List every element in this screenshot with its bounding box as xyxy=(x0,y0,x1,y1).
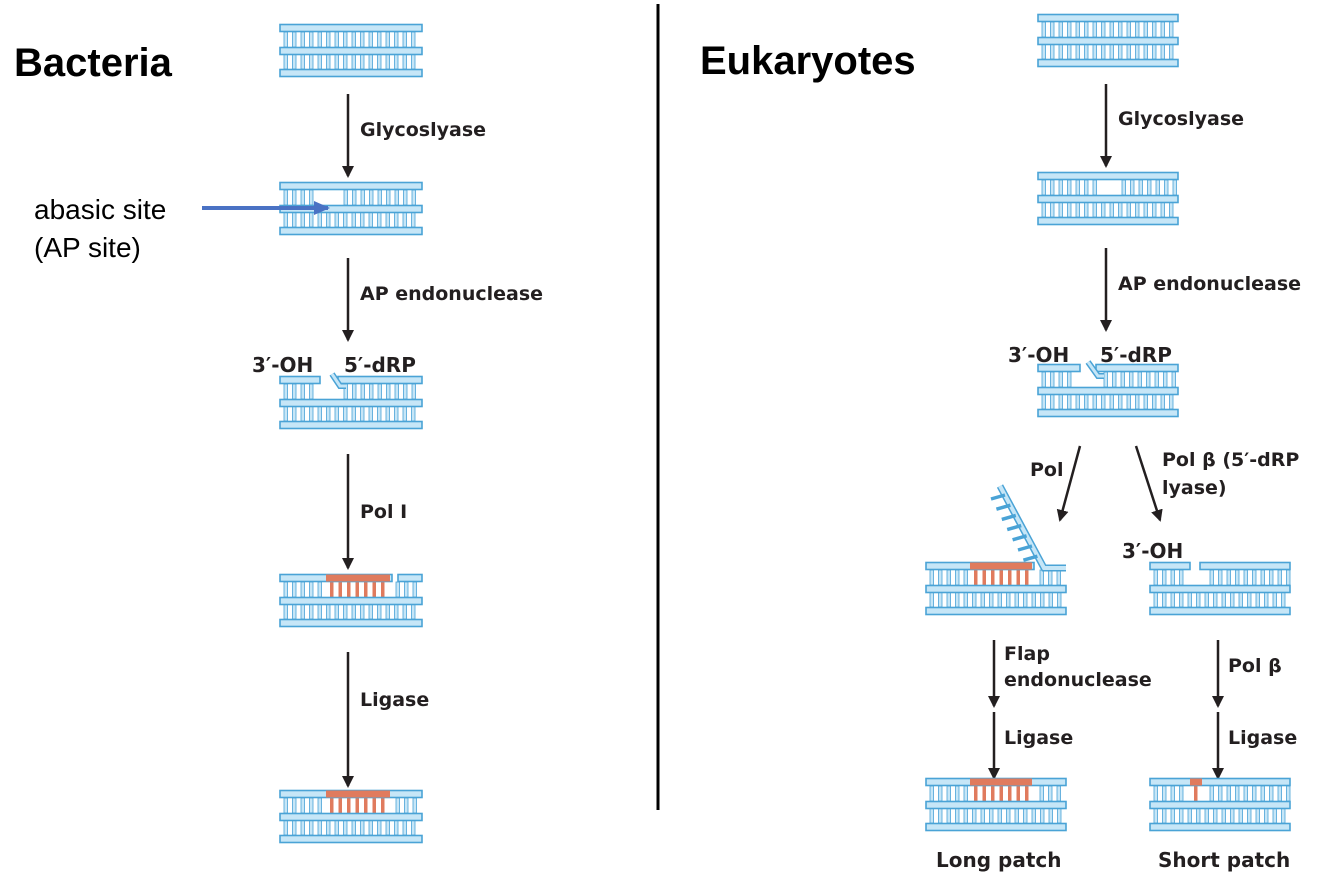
euk-dna-abasic xyxy=(1037,171,1179,226)
label-ligase: Ligase xyxy=(360,689,429,711)
bacteria-title: Bacteria xyxy=(14,41,173,85)
flap-bases xyxy=(990,493,1038,562)
dna-intact xyxy=(279,23,423,78)
label-pol-i: Pol I xyxy=(360,501,407,523)
euk-label-flap-1: Flap xyxy=(1004,643,1050,665)
euk-dna-long-patch xyxy=(925,777,1067,832)
euk-label-glycosylase: Glycoslyase xyxy=(1118,108,1244,130)
euk-dna-short-patch xyxy=(1149,777,1291,832)
euk-label-pol: Pol xyxy=(1030,459,1064,481)
euk-label-pol-beta-lyase-1: Pol β (5′-dRP xyxy=(1162,449,1299,471)
label-long-patch: Long patch xyxy=(936,848,1061,872)
euk-dna-intact xyxy=(1037,13,1179,68)
euk-label-ligase-short: Ligase xyxy=(1228,727,1297,749)
label-glycosylase: Glycoslyase xyxy=(360,119,486,141)
euk-label-flap-2: endonuclease xyxy=(1004,669,1152,691)
euk-label-3oh-short: 3′-OH xyxy=(1122,539,1183,563)
dna-pol-i-patch xyxy=(279,573,423,628)
euk-label-ligase-long: Ligase xyxy=(1004,727,1073,749)
label-3oh: 3′-OH xyxy=(252,353,313,377)
euk-dna-nicked xyxy=(1037,360,1179,418)
dna-nicked xyxy=(279,372,423,430)
euk-label-3oh: 3′-OH xyxy=(1008,343,1069,367)
eukaryotes-title: Eukaryotes xyxy=(700,39,916,83)
euk-label-5drp: 5′-dRP xyxy=(1100,343,1172,367)
euk-label-pol-beta: Pol β xyxy=(1228,655,1282,677)
euk-label-pol-beta-lyase-2: lyase) xyxy=(1162,477,1227,499)
label-short-patch: Short patch xyxy=(1158,848,1290,872)
label-5drp: 5′-dRP xyxy=(344,353,416,377)
label-ap-endonuclease: AP endonuclease xyxy=(360,283,543,305)
dna-repaired xyxy=(279,789,423,844)
dna-abasic xyxy=(279,181,423,236)
euk-arrow-pol-beta-lyase xyxy=(1134,445,1163,522)
annotation-abasic-site: abasic site xyxy=(34,194,166,225)
euk-arrow-pol xyxy=(1056,445,1082,522)
euk-dna-gap xyxy=(1149,561,1291,616)
euk-label-ap-endonuclease: AP endonuclease xyxy=(1118,273,1301,295)
euk-dna-flap xyxy=(925,484,1067,616)
annotation-ap-site: (AP site) xyxy=(34,232,141,263)
